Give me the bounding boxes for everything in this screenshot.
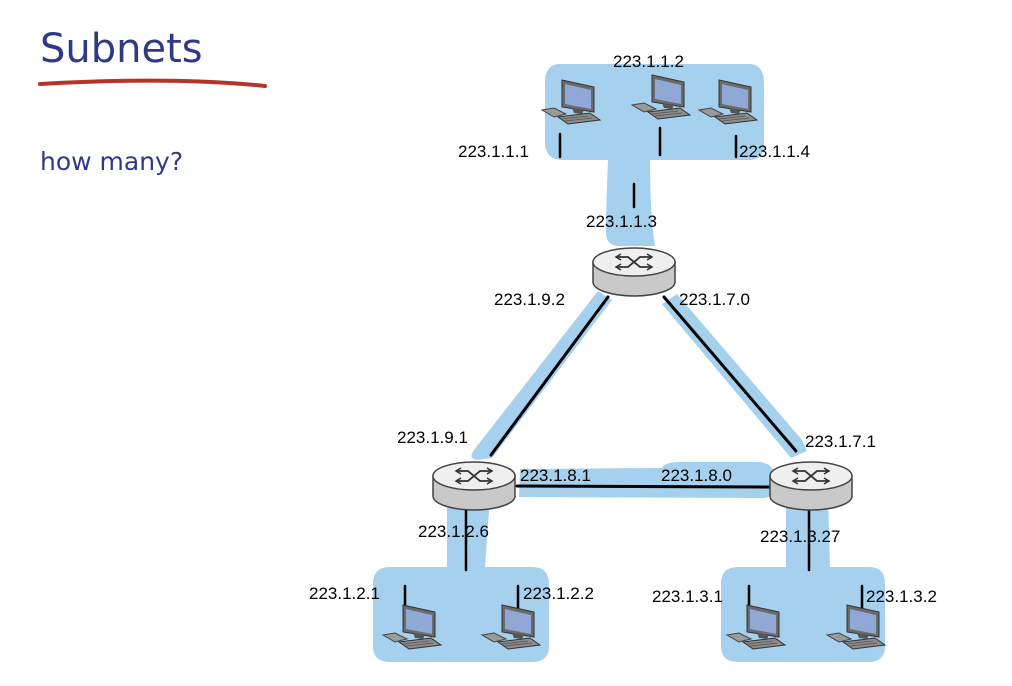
label-top-host-left: 223.1.1.1 xyxy=(458,142,529,161)
router-right xyxy=(769,461,853,511)
title-underline xyxy=(38,78,267,88)
label-top-router-right-link: 223.1.7.0 xyxy=(679,290,750,309)
subnet-highlight-8 xyxy=(519,462,776,499)
router-left xyxy=(432,461,516,511)
label-left-router-up-link: 223.1.9.1 xyxy=(397,428,468,447)
page-title: Subnets xyxy=(40,26,203,72)
subtitle: how many? xyxy=(40,147,183,176)
label-right-router-lan: 223.1.3.27 xyxy=(760,527,840,546)
router-top xyxy=(592,247,676,297)
label-bottom-left-host-1: 223.1.2.1 xyxy=(309,584,380,603)
label-bottom-right-host-2: 223.1.3.2 xyxy=(866,587,937,606)
label-top-host-right: 223.1.1.4 xyxy=(739,142,810,161)
label-right-router-left-link: 223.1.8.0 xyxy=(661,466,732,485)
label-top-router-left-link: 223.1.9.2 xyxy=(494,290,565,309)
subnet-highlight-9 xyxy=(471,291,612,460)
label-bottom-left-host-2: 223.1.2.2 xyxy=(523,584,594,603)
label-right-router-up-link: 223.1.7.1 xyxy=(805,432,876,451)
link-top-to-right-router xyxy=(662,295,798,453)
label-top-host-middle: 223.1.1.2 xyxy=(613,52,684,71)
label-top-router: 223.1.1.3 xyxy=(586,212,657,231)
label-left-router-lan: 223.1.2.6 xyxy=(418,522,489,541)
link-top-to-left-router xyxy=(489,295,610,457)
label-left-router-right-link: 223.1.8.1 xyxy=(520,466,591,485)
label-bottom-right-host-1: 223.1.3.1 xyxy=(652,587,723,606)
link-left-to-right-router xyxy=(515,484,772,489)
